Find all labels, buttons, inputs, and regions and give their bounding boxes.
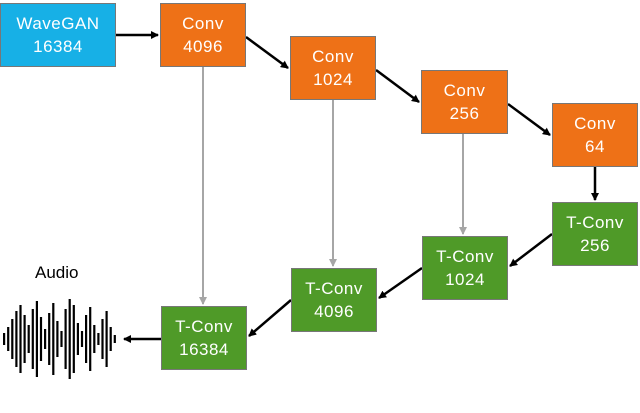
waveform-bar (23, 315, 26, 363)
waveform-bar (101, 319, 104, 359)
node-label-line2: 4096 (183, 37, 223, 56)
node-wavegan: WaveGAN 16384 (0, 3, 116, 67)
waveform-bar (7, 327, 10, 351)
waveform-bar (15, 311, 18, 367)
waveform-bar (72, 305, 75, 373)
waveform-bar (105, 311, 108, 367)
audio-label: Audio (35, 263, 79, 282)
node-label-line1: Conv (312, 47, 354, 66)
waveform-bar (113, 335, 116, 343)
node-label-line1: T-Conv (566, 213, 624, 232)
waveform-bar (60, 331, 63, 347)
node-label-line2: 16384 (179, 340, 229, 359)
edge-conv-1024-to-conv-256 (375, 68, 420, 104)
node-conv-4096: Conv 4096 (160, 3, 246, 67)
waveform-bar (31, 309, 34, 369)
waveform-bar (3, 333, 6, 345)
node-tconv-16384: T-Conv 16384 (161, 306, 247, 370)
waveform-bar (35, 301, 38, 377)
waveform-bar (44, 329, 47, 349)
waveform-bar (48, 313, 51, 365)
node-label-line2: 1024 (445, 270, 485, 289)
node-tconv-256: T-Conv 256 (552, 202, 638, 266)
node-label-line2: 16384 (33, 37, 83, 56)
node-tconv-1024: T-Conv 1024 (422, 236, 508, 300)
waveform-bar (56, 321, 59, 357)
node-label-line2: 1024 (313, 70, 353, 89)
edge-tconv-4096-to-tconv-16384 (248, 299, 292, 337)
edges-layer (116, 31, 599, 343)
waveform-bar (76, 323, 79, 355)
audio-waveform-icon (3, 299, 116, 379)
edge-conv-256-to-conv-64 (507, 102, 551, 137)
node-conv-1024: Conv 1024 (290, 36, 376, 100)
node-label-line1: Conv (182, 14, 224, 33)
waveform-bar (11, 319, 14, 359)
waveform-bar (93, 325, 96, 353)
node-label-line2: 4096 (314, 302, 354, 321)
node-conv-256: Conv 256 (421, 70, 508, 134)
waveform-bar (85, 315, 88, 363)
edge-tconv-1024-to-tconv-4096 (378, 266, 423, 300)
node-label-line2: 256 (580, 236, 610, 255)
waveform-bar (52, 303, 55, 375)
waveform-bar (27, 325, 30, 353)
node-conv-64: Conv 64 (552, 103, 638, 167)
waveform-bar (97, 333, 100, 345)
node-label-line2: 64 (585, 137, 605, 156)
waveform-bar (19, 305, 22, 373)
edge-tconv-256-to-tconv-1024 (509, 233, 553, 267)
node-label-line1: WaveGAN (16, 14, 100, 33)
node-label-line1: Conv (443, 81, 486, 100)
waveform-bar (89, 307, 92, 371)
edge-conv-4096-to-conv-1024 (245, 35, 289, 70)
waveform-bar (39, 317, 43, 361)
node-tconv-4096: T-Conv 4096 (291, 268, 377, 332)
waveform-bar (80, 331, 84, 347)
waveform-bar (109, 327, 112, 351)
node-label-line1: T-Conv (175, 317, 233, 336)
node-label-line1: Conv (574, 114, 616, 133)
node-label-line1: T-Conv (305, 279, 363, 298)
node-label-line1: T-Conv (436, 247, 494, 266)
node-label-line2: 256 (449, 104, 480, 123)
waveform-bar (68, 299, 71, 379)
waveform-bar (64, 309, 67, 369)
